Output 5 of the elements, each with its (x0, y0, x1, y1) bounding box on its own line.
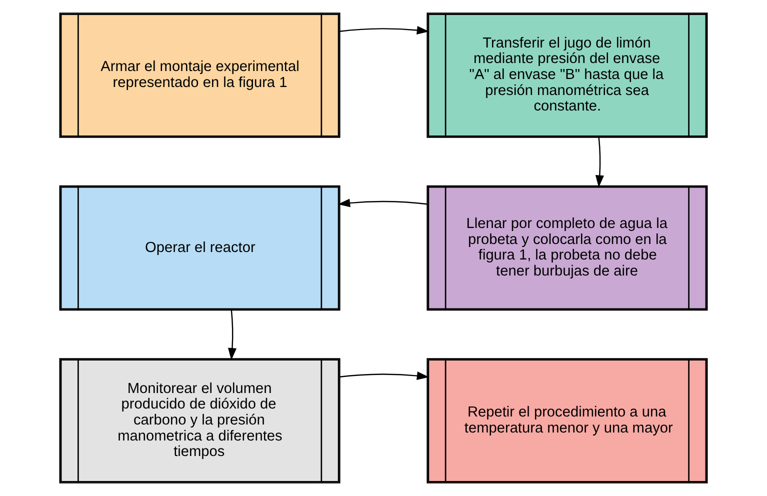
arrow (338, 198, 428, 208)
arrow (340, 26, 430, 34)
arrow (228, 310, 236, 360)
arrow (595, 137, 604, 188)
arrow (340, 372, 430, 380)
